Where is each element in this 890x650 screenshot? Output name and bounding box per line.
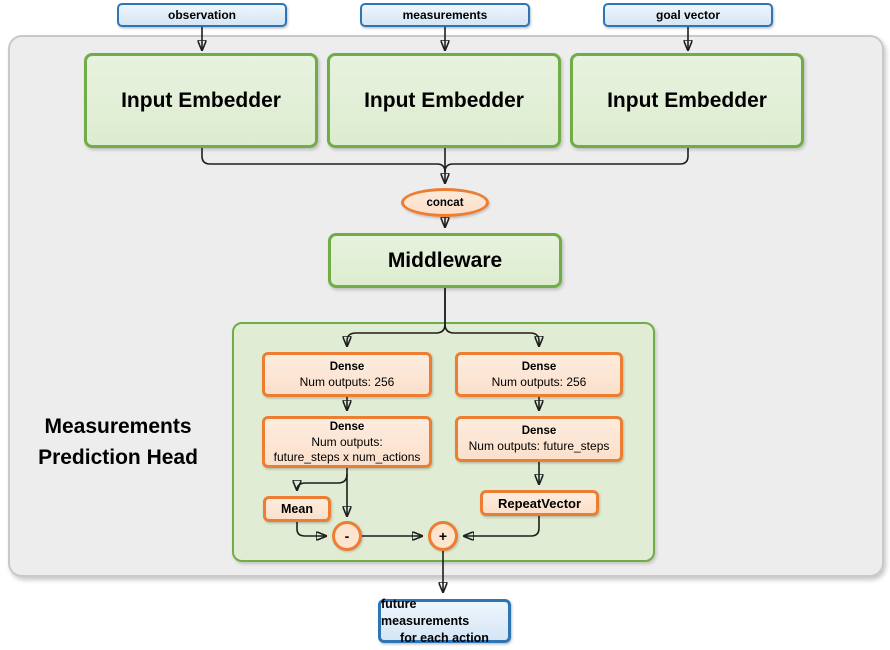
dense-subtitle: Num outputs: future_steps (468, 439, 610, 453)
concat-node: concat (401, 188, 489, 217)
dense-node-left-1: Dense Num outputs: 256 (262, 352, 432, 397)
subtract-op-node: - (332, 521, 362, 551)
dense-title: Dense (521, 360, 557, 373)
prediction-head-label-line1: Measurements (44, 415, 192, 438)
output-node: future measurements for each action (378, 596, 511, 645)
middleware-node: Middleware (328, 233, 562, 288)
dense-title: Dense (329, 360, 365, 373)
dense-title: Dense (329, 420, 365, 433)
dense-node-right-1: Dense Num outputs: 256 (455, 352, 623, 397)
input-embedder-node-2: Input Embedder (327, 53, 561, 148)
dense-node-right-2: Dense Num outputs: future_steps (455, 416, 623, 462)
input-embedder-node-1: Input Embedder (84, 53, 318, 148)
mean-node: Mean (263, 496, 331, 522)
input-node-observation: observation (117, 3, 287, 27)
dense-node-left-2: Dense Num outputs: future_steps x num_ac… (262, 416, 432, 468)
output-node-line1: future measurements (381, 596, 470, 628)
input-node-goal-vector: goal vector (603, 3, 773, 27)
dense-subtitle: Num outputs: 256 (491, 374, 587, 389)
prediction-head-label: Measurements Prediction Head (17, 411, 219, 473)
dense-subtitle-2: future_steps x num_actions (273, 449, 421, 464)
add-op-node: + (428, 521, 458, 551)
output-node-line2: for each action (400, 630, 489, 645)
prediction-head-label-line2: Prediction Head (38, 446, 198, 469)
dense-title: Dense (521, 425, 557, 437)
repeat-vector-node: RepeatVector (480, 490, 599, 516)
dense-subtitle: Num outputs: (311, 434, 383, 449)
input-embedder-node-3: Input Embedder (570, 53, 804, 148)
input-node-measurements: measurements (360, 3, 530, 27)
dense-subtitle: Num outputs: 256 (299, 374, 395, 389)
